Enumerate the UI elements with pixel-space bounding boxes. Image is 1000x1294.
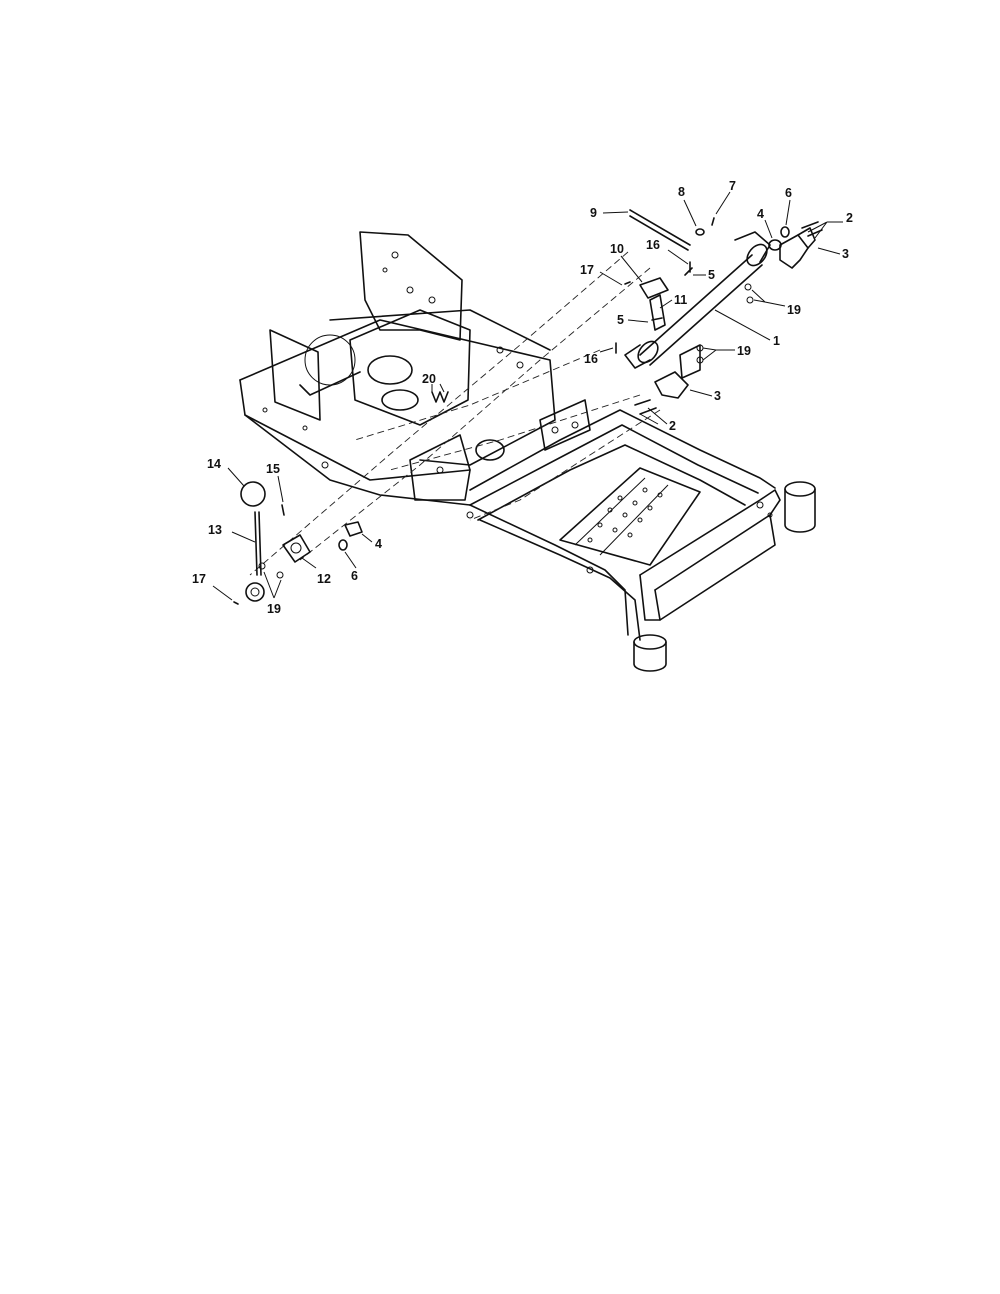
callout-8: 8	[678, 185, 685, 199]
callout-6: 6	[785, 186, 792, 200]
callout-17: 17	[192, 572, 206, 586]
callout-3: 3	[842, 247, 849, 261]
callout-2: 2	[846, 211, 853, 225]
callout-leaders	[212, 191, 843, 601]
callout-14: 14	[207, 457, 221, 471]
callout-7: 7	[729, 179, 736, 193]
callout-9: 9	[590, 206, 597, 220]
brackets	[654, 227, 816, 399]
callout-19: 19	[267, 602, 281, 616]
callout-3: 3	[714, 389, 721, 403]
callout-19: 19	[787, 303, 801, 317]
callout-16: 16	[584, 352, 598, 366]
callout-10: 10	[610, 242, 624, 256]
callout-5: 5	[617, 313, 624, 327]
hardware	[233, 209, 823, 605]
callout-5: 5	[708, 268, 715, 282]
callout-6: 6	[351, 569, 358, 583]
callout-19: 19	[737, 344, 751, 358]
front-axle-shaft	[624, 231, 771, 369]
callout-16: 16	[646, 238, 660, 252]
floor-pan-holes	[587, 487, 663, 543]
callout-20: 20	[422, 372, 436, 386]
callout-12: 12	[317, 572, 331, 586]
frame-holes	[262, 251, 773, 574]
callout-2: 2	[669, 419, 676, 433]
callout-1: 1	[773, 334, 780, 348]
callout-15: 15	[266, 462, 280, 476]
callout-17: 17	[580, 263, 594, 277]
callout-4: 4	[757, 207, 764, 221]
callout-4: 4	[375, 537, 382, 551]
callout-11: 11	[674, 293, 687, 307]
callout-labels: 1 2 2 3 3 4 4 5 5 6 6 7 8 9 10 11 12 13 …	[192, 179, 853, 616]
assembly-centerlines	[249, 251, 661, 576]
callout-13: 13	[208, 523, 222, 537]
main-frame	[239, 231, 816, 672]
